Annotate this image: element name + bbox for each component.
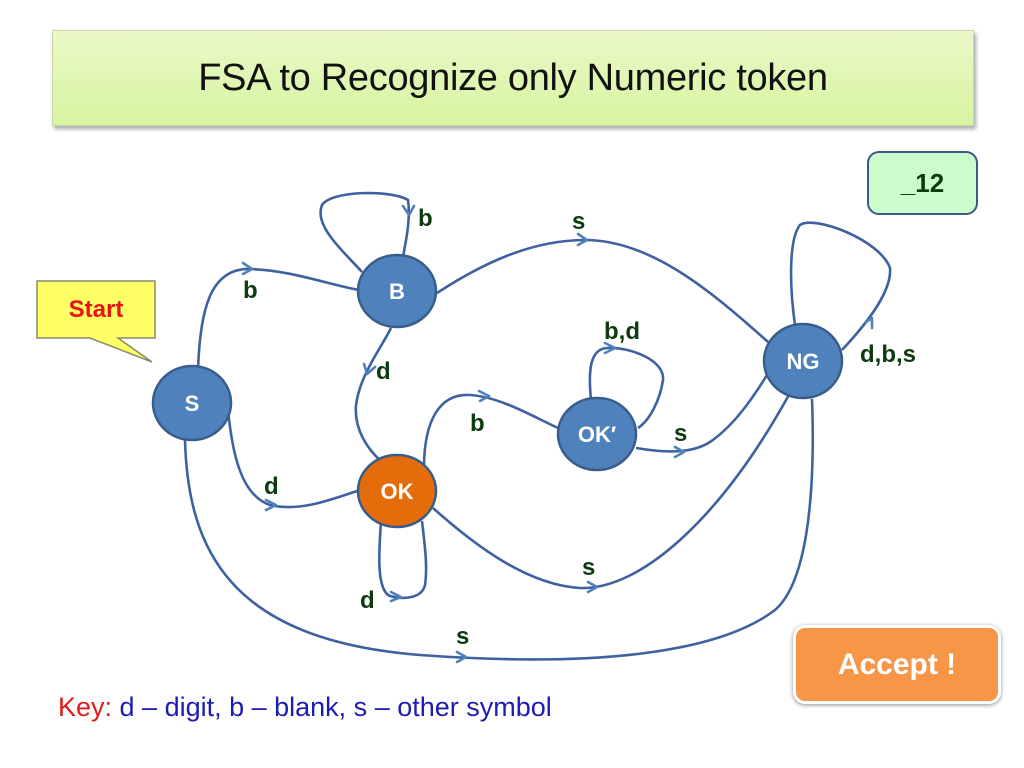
edge-label-ok-ok: d — [360, 587, 375, 614]
arrow-head — [586, 580, 599, 594]
edge-label-s-ng: s — [456, 623, 469, 650]
edge-label-b-b: b — [418, 205, 433, 232]
edge-ok-ok — [377, 520, 428, 600]
edge-label-ng-ng: d,b,s — [860, 341, 916, 368]
arrow-head — [864, 316, 874, 330]
legend-key-label: Key: — [58, 692, 113, 722]
arrow-head — [603, 341, 617, 355]
arrow-head — [576, 232, 589, 247]
edge-ok-okp — [422, 393, 559, 469]
arrow-head — [401, 204, 416, 217]
arrow-head — [362, 362, 377, 376]
start-callout: Start — [36, 280, 156, 363]
state-label: S — [185, 391, 200, 416]
slide-title: FSA to Recognize only Numeric token — [198, 56, 828, 99]
edge-s-b — [196, 267, 360, 371]
state-label: OK′ — [578, 422, 616, 447]
arrow-head — [389, 590, 403, 603]
edge-b-b — [319, 191, 411, 273]
edge-label-ok-okp: b — [470, 410, 485, 437]
edge-b-ok — [354, 327, 393, 464]
state-ng: NG — [762, 322, 844, 400]
arrow-head — [455, 650, 468, 664]
edge-label-s-ok: d — [264, 473, 279, 500]
edge-label-b-ok: d — [376, 358, 391, 385]
edge-label-okp-ng: s — [674, 420, 687, 447]
input-token-box: _12 — [867, 151, 978, 215]
state-label: NG — [787, 349, 820, 374]
edge-okp-okp — [588, 346, 665, 430]
start-callout-label: Start — [69, 296, 124, 323]
legend-key-description: d – digit, b – blank, s – other symbol — [112, 692, 552, 722]
arrow-head — [264, 498, 278, 512]
state-s: S — [151, 364, 233, 442]
edge-okp-ng — [635, 369, 772, 453]
arrow-head — [241, 261, 254, 276]
state-label: OK — [381, 479, 414, 504]
edges: b b s d d d b b,d s — [183, 191, 916, 664]
legend-key: Key: d – digit, b – blank, s – other sym… — [58, 692, 552, 723]
edge-s-ok — [226, 409, 361, 509]
state-label: B — [389, 279, 405, 304]
state-ok-prime: OK′ — [556, 396, 638, 472]
edge-ng-ng — [789, 221, 892, 351]
edge-b-ng — [436, 238, 769, 343]
edge-s-ng — [183, 398, 815, 661]
edge-label-b-ng: s — [572, 208, 585, 235]
state-b: B — [356, 253, 438, 329]
edge-label-s-b: b — [243, 277, 258, 304]
arrow-head — [673, 445, 686, 459]
edge-label-ok-ng: s — [582, 554, 595, 581]
accept-result-button[interactable]: Accept ! — [793, 625, 1001, 704]
title-banner: FSA to Recognize only Numeric token — [52, 30, 974, 126]
state-ok: OK — [356, 453, 438, 529]
arrow-head — [477, 389, 491, 403]
edge-label-okp-okp: b,d — [604, 318, 640, 345]
edge-ok-ng — [432, 392, 792, 590]
